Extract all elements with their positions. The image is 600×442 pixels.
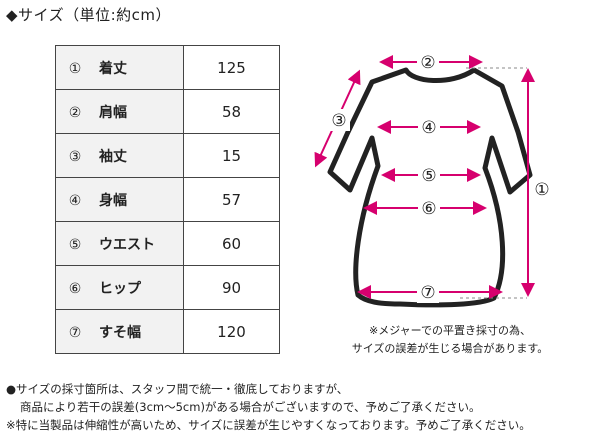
diagram-note-line2: サイズの誤差が生じる場合があります。 — [351, 342, 549, 355]
size-row-label: ⑥ ヒップ — [55, 265, 184, 310]
row-name: ウエスト — [99, 236, 155, 253]
row-name: 着丈 — [99, 60, 127, 77]
row-value: 120 — [183, 309, 280, 354]
size-row: ⑦ すそ幅 120 — [55, 309, 280, 354]
row-name: すそ幅 — [99, 324, 141, 341]
label-sleeve: ③ — [331, 111, 346, 131]
size-table: ① 着丈 125 ② 肩幅 58 ③ 袖丈 15 ④ 身幅 57 ⑤ ウエスト 60 ⑥ ヒップ 90 ⑦ すそ幅 12… — [55, 45, 280, 354]
size-row-label: ① 着丈 — [55, 45, 184, 90]
label-length: ① — [534, 180, 549, 200]
row-value: 57 — [183, 177, 280, 222]
size-row: ② 肩幅 58 — [55, 89, 280, 134]
row-number: ① — [68, 60, 82, 77]
label-shoulder: ② — [420, 53, 435, 73]
row-name: 肩幅 — [99, 104, 127, 121]
row-value: 58 — [183, 89, 280, 134]
footer-note-line3: ※特に当製品は伸縮性が高いため、サイズに誤差が生じやすくなっております。予めご了… — [6, 418, 531, 432]
label-bust: ④ — [421, 118, 436, 138]
size-row-label: ⑦ すそ幅 — [55, 309, 184, 354]
row-value: 125 — [183, 45, 280, 90]
size-row-label: ⑤ ウエスト — [55, 221, 184, 266]
label-hip: ⑥ — [421, 199, 436, 219]
size-row-label: ② 肩幅 — [55, 89, 184, 134]
row-value: 90 — [183, 265, 280, 310]
label-hem: ⑦ — [420, 283, 435, 303]
footer-note-line1: ●サイズの採寸箇所は、スタッフ間で統一・徹底しておりますが、 — [6, 382, 349, 396]
size-row: ① 着丈 125 — [55, 45, 280, 90]
diagram-note-line1: ※メジャーでの平置き採寸の為、 — [368, 324, 531, 337]
footer-note-line2: 商品により若干の誤差(3cm～5cm)がある場合がございますので、予めご了承くだ… — [20, 400, 481, 414]
size-row-label: ④ 身幅 — [55, 177, 184, 222]
row-value: 15 — [183, 133, 280, 178]
row-name: ヒップ — [99, 280, 141, 297]
row-number: ⑦ — [68, 324, 82, 341]
row-number: ⑤ — [68, 236, 82, 253]
label-waist: ⑤ — [421, 166, 436, 186]
row-value: 60 — [183, 221, 280, 266]
row-number: ④ — [68, 192, 82, 209]
size-row: ④ 身幅 57 — [55, 177, 280, 222]
row-number: ⑥ — [68, 280, 82, 297]
row-number: ② — [68, 104, 82, 121]
size-row: ⑤ ウエスト 60 — [55, 221, 280, 266]
size-row-label: ③ 袖丈 — [55, 133, 184, 178]
dress-diagram: ① ② ③ ④ ⑤ ⑥ ⑦ — [314, 51, 552, 308]
size-row: ⑥ ヒップ 90 — [55, 265, 280, 310]
row-name: 身幅 — [99, 192, 127, 209]
size-row: ③ 袖丈 15 — [55, 133, 280, 178]
row-number: ③ — [68, 148, 82, 165]
row-name: 袖丈 — [99, 148, 127, 165]
dress-outline — [327, 67, 533, 308]
size-title: ◆サイズ（単位:約cm） — [6, 6, 171, 24]
